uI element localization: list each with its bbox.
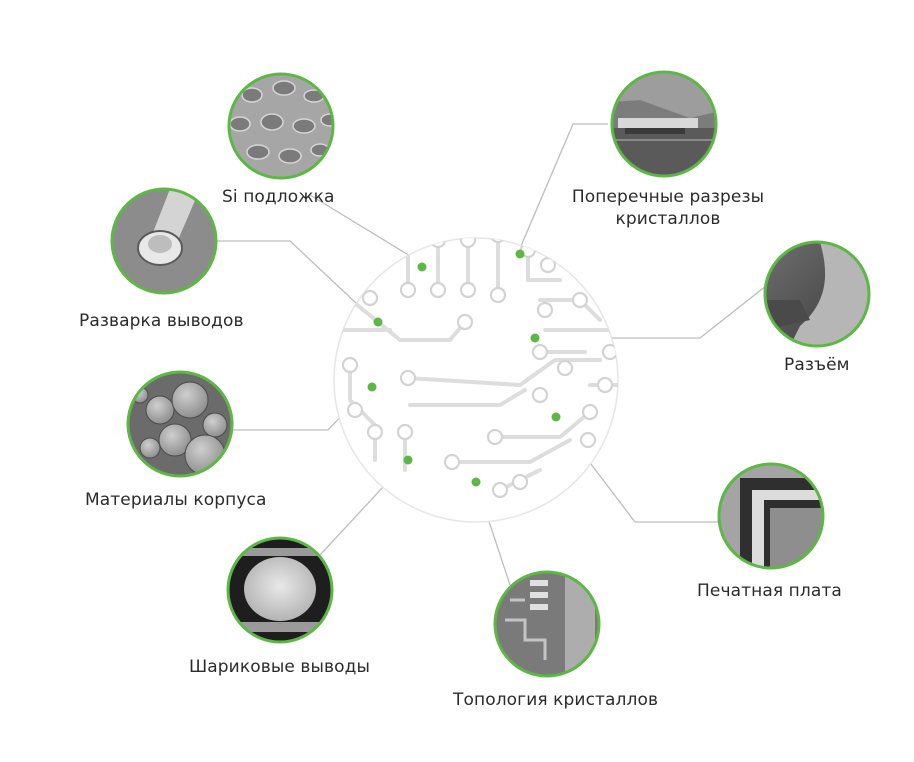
wire-bond-sem-icon [110,187,218,295]
dot-connector [530,333,540,343]
dot-si-substrate [417,262,427,272]
label-connector: Разъём [784,355,850,375]
dot-wire-bonding [373,317,383,327]
connector-sem-icon [763,240,871,348]
pcb-sem-icon [717,462,825,570]
label-cross-sections-line1: Поперечные разрезы [571,187,765,207]
label-die-topology: Топология кристаллов [453,690,659,710]
label-si-substrate: Si подложка [222,187,335,207]
label-ball-leads: Шариковые выводы [189,657,371,677]
dot-die-topology [471,477,481,487]
label-pcb: Печатная плата [697,581,842,601]
die-topology-sem-icon [493,570,601,678]
line-wire-bonding [214,240,375,321]
label-wire-bonding: Разварка выводов [79,311,244,331]
dot-package-materials [367,382,377,392]
solder-ball-sem-icon [226,536,334,644]
si-substrate-sem-icon [227,72,335,180]
label-package-materials: Материалы корпуса [85,490,267,510]
anchor-dots [367,249,561,487]
label-cross-sections: Поперечные разрезы кристаллов [572,186,764,230]
dot-ball-leads [403,455,413,465]
line-cross-sections [517,123,608,254]
dot-cross-sections [515,249,525,259]
package-material-sem-icon [126,370,234,478]
dot-pcb [551,412,561,422]
line-si-substrate [309,194,421,263]
cross-section-sem-icon [610,70,718,178]
label-cross-sections-line2: кристаллов [615,209,721,229]
